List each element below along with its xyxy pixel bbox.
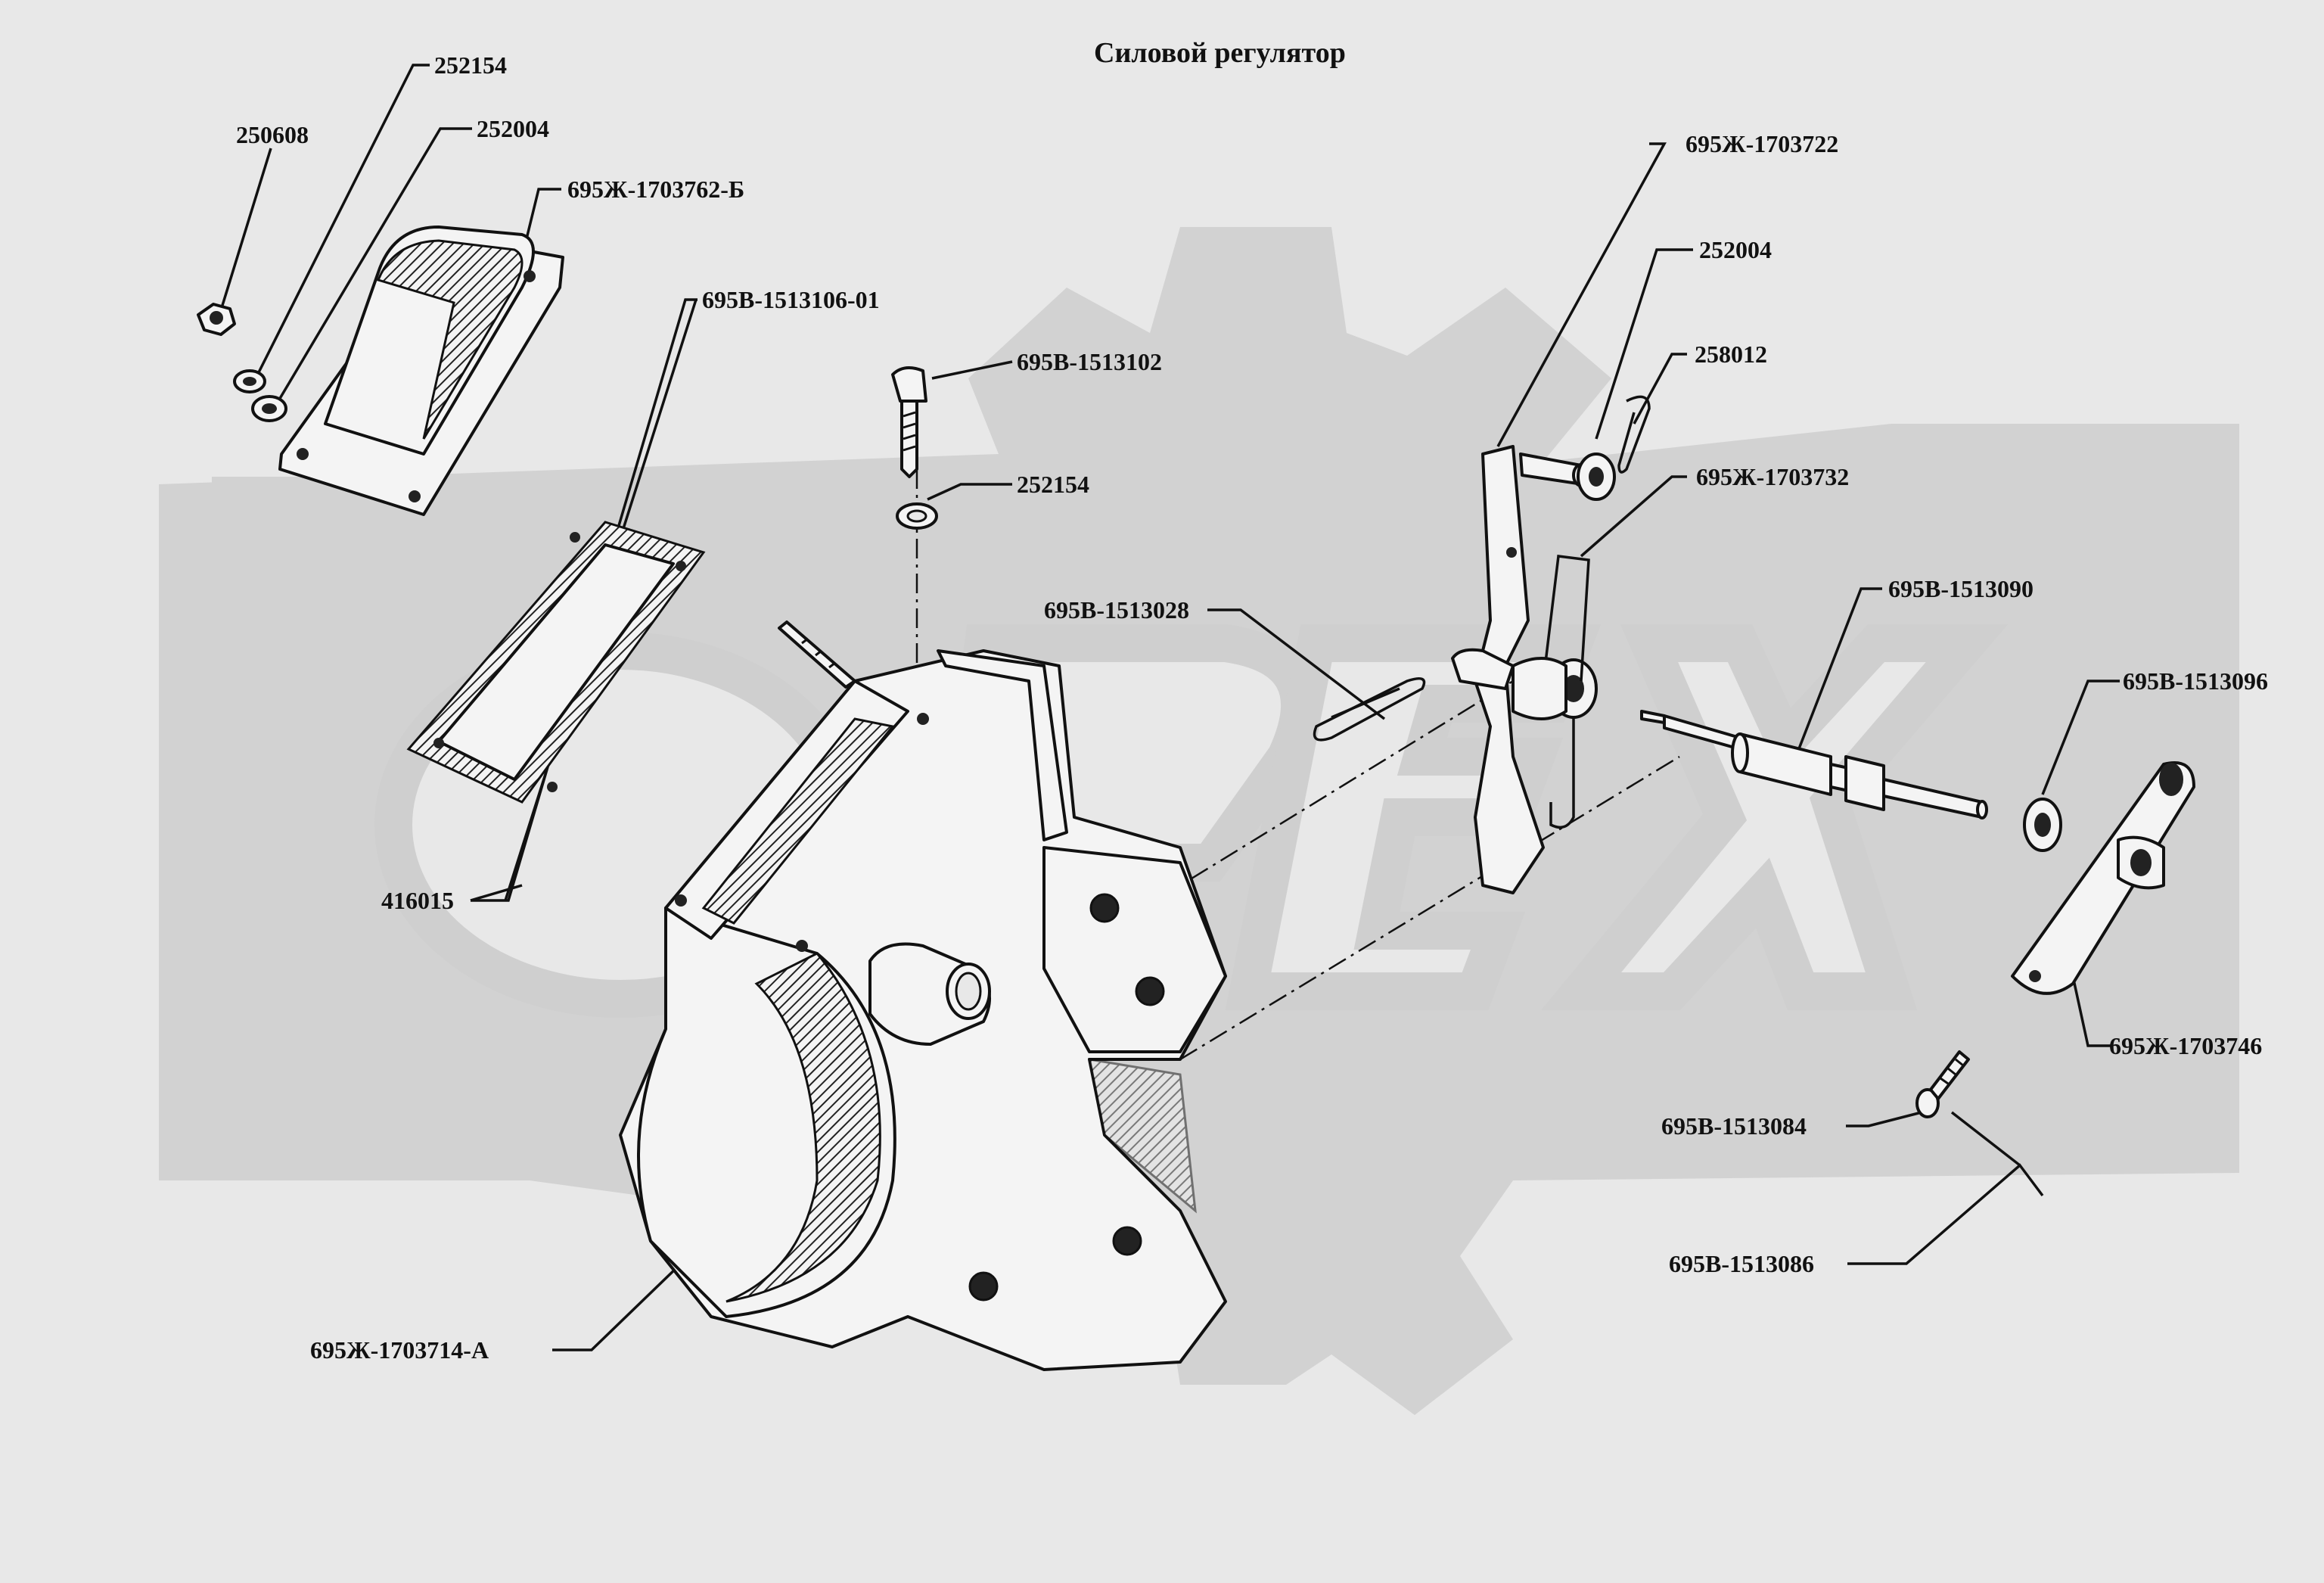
label-695Zh-1703762-B: 695Ж-1703762-Б bbox=[567, 176, 745, 203]
label-252004-right: 252004 bbox=[1699, 236, 1772, 263]
nut-695V-1513096 bbox=[2023, 798, 2062, 852]
label-695V-1513090: 695В-1513090 bbox=[1888, 575, 2034, 602]
label-258012: 258012 bbox=[1695, 341, 1767, 368]
label-695V-1513106-01: 695В-1513106-01 bbox=[702, 286, 880, 313]
washer-252004-top bbox=[251, 395, 287, 422]
lever-695Zh-1703746 bbox=[2011, 761, 2195, 995]
screw-695V-1513084 bbox=[1915, 1050, 1970, 1118]
gasket-695V-1513106-01 bbox=[406, 521, 706, 804]
label-695V-1513102: 695В-1513102 bbox=[1017, 348, 1162, 375]
label-695V-1513028: 695В-1513028 bbox=[1044, 596, 1189, 624]
washer-252004-right bbox=[1577, 453, 1616, 501]
washer-252154-top bbox=[233, 369, 266, 393]
label-250608: 250608 bbox=[236, 121, 309, 148]
label-252154-mid: 252154 bbox=[1017, 471, 1089, 498]
label-695Zh-1703732: 695Ж-1703732 bbox=[1696, 463, 1850, 490]
label-695V-1513086: 695В-1513086 bbox=[1669, 1250, 1814, 1277]
screw-695V-1513102 bbox=[891, 366, 927, 478]
label-695V-1513084: 695В-1513084 bbox=[1661, 1112, 1807, 1140]
label-695Zh-1703746: 695Ж-1703746 bbox=[2109, 1032, 2263, 1059]
clip-695V-1513028 bbox=[1313, 676, 1426, 742]
label-695Zh-1703722: 695Ж-1703722 bbox=[1686, 130, 1839, 157]
label-252154-top: 252154 bbox=[434, 51, 507, 79]
spring-695Zh-1703732 bbox=[1512, 555, 1598, 829]
cover-695Zh-1703762-B bbox=[278, 225, 564, 516]
rod-695V-1513090 bbox=[1640, 710, 1988, 819]
label-252004-top: 252004 bbox=[477, 115, 549, 142]
washer-252154-mid bbox=[896, 502, 938, 530]
label-695V-1513096: 695В-1513096 bbox=[2123, 667, 2268, 695]
label-695Zh-1703714-A: 695Ж-1703714-А bbox=[310, 1336, 489, 1364]
housing-695Zh-1703714-A bbox=[619, 649, 1227, 1371]
nut-250608 bbox=[197, 303, 236, 336]
label-416015: 416015 bbox=[381, 887, 454, 914]
cotter-pin-258012 bbox=[1617, 395, 1651, 474]
diagram-title: Силовой регулятор bbox=[1094, 37, 1346, 69]
